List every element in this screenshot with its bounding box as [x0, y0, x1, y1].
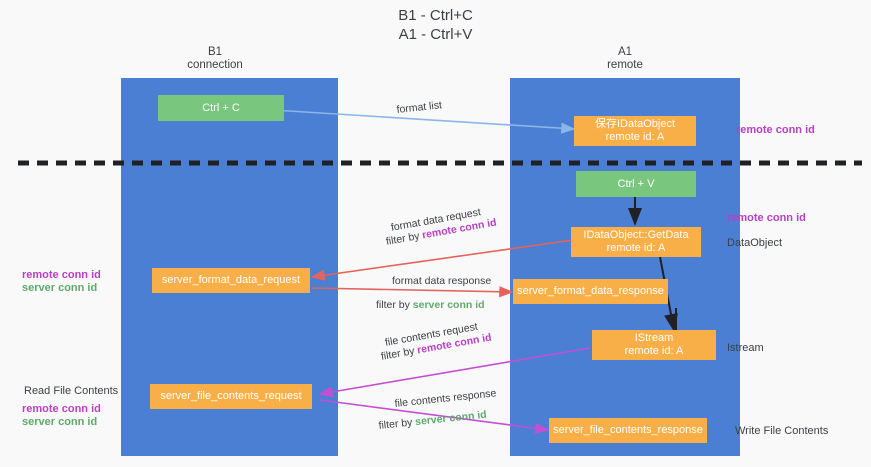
box-istream[interactable]: IStream remote id: A	[592, 330, 716, 360]
column-header-a1-sub: remote	[607, 59, 643, 71]
box-ctrl-v[interactable]: Ctrl + V	[576, 171, 696, 197]
annotation-right-remote-conn-top: remote conn id	[736, 124, 815, 136]
edge-label-format-data-response: format data response	[392, 275, 492, 287]
box-save-idataobject-line-1: 保存IDataObject	[594, 118, 676, 130]
annotation-left-remote-conn-bottom: remote conn id	[22, 403, 101, 415]
box-getdata-line-2: remote id: A	[606, 242, 666, 254]
box-server-file-contents-request[interactable]: server_file_contents_request	[150, 384, 312, 409]
annotation-right-istream: Istream	[727, 342, 764, 354]
annotation-left-read-file-contents: Read File Contents	[24, 385, 119, 397]
filter-prefix-4: filter by	[378, 416, 416, 432]
box-istream-line-1: IStream	[634, 332, 674, 344]
column-header-b1-name: B1	[207, 46, 223, 58]
box-save-idataobject-line-2: remote id: A	[605, 131, 665, 143]
column-header-b1: B1 connection	[140, 46, 290, 72]
box-istream-line-2: remote id: A	[624, 345, 684, 357]
box-server-file-contents-response[interactable]: server_file_contents_response	[549, 418, 707, 443]
filter-key-server-conn-1: server conn id	[412, 299, 485, 311]
filter-prefix-1: filter by	[385, 229, 424, 248]
page-title: B1 - Ctrl+C A1 - Ctrl+V	[0, 6, 871, 44]
annotation-right-remote-conn-mid: remote conn id	[727, 212, 806, 224]
edge-label-format-data-response-filter: filter by server conn id	[376, 299, 485, 312]
annotation-left-remote-conn-mid: remote conn id	[22, 269, 101, 281]
page-title-line-2: A1 - Ctrl+V	[398, 26, 473, 43]
box-getdata-line-1: IDataObject::GetData	[583, 229, 689, 241]
box-save-idataobject[interactable]: 保存IDataObject remote id: A	[574, 116, 696, 146]
edge-label-format-list: format list	[396, 99, 443, 116]
edge-label-file-contents-response: file contents response	[394, 387, 497, 410]
wire-format-data-response	[311, 286, 514, 298]
box-ctrl-c[interactable]: Ctrl + C	[158, 95, 284, 121]
box-idataobject-getdata[interactable]: IDataObject::GetData remote id: A	[571, 227, 701, 257]
annotation-left-server-conn-mid: server conn id	[22, 282, 98, 294]
column-header-b1-sub: connection	[187, 59, 243, 71]
filter-prefix-2: filter by	[376, 299, 413, 311]
box-server-format-data-request[interactable]: server_format_data_request	[152, 268, 310, 293]
annotation-right-write-file-contents: Write File Contents	[735, 425, 829, 437]
column-header-a1-name: A1	[617, 46, 633, 58]
filter-key-server-conn-2: server conn id	[414, 408, 488, 429]
page-title-line-1: B1 - Ctrl+C	[398, 7, 473, 24]
column-header-a1: A1 remote	[550, 46, 700, 72]
annotation-right-dataobject: DataObject	[727, 237, 783, 249]
annotation-left-server-conn-bottom: server conn id	[22, 416, 98, 428]
box-server-format-data-response[interactable]: server_format_data_response	[513, 279, 668, 304]
edge-label-file-contents-response-filter: filter by server conn id	[378, 409, 487, 433]
